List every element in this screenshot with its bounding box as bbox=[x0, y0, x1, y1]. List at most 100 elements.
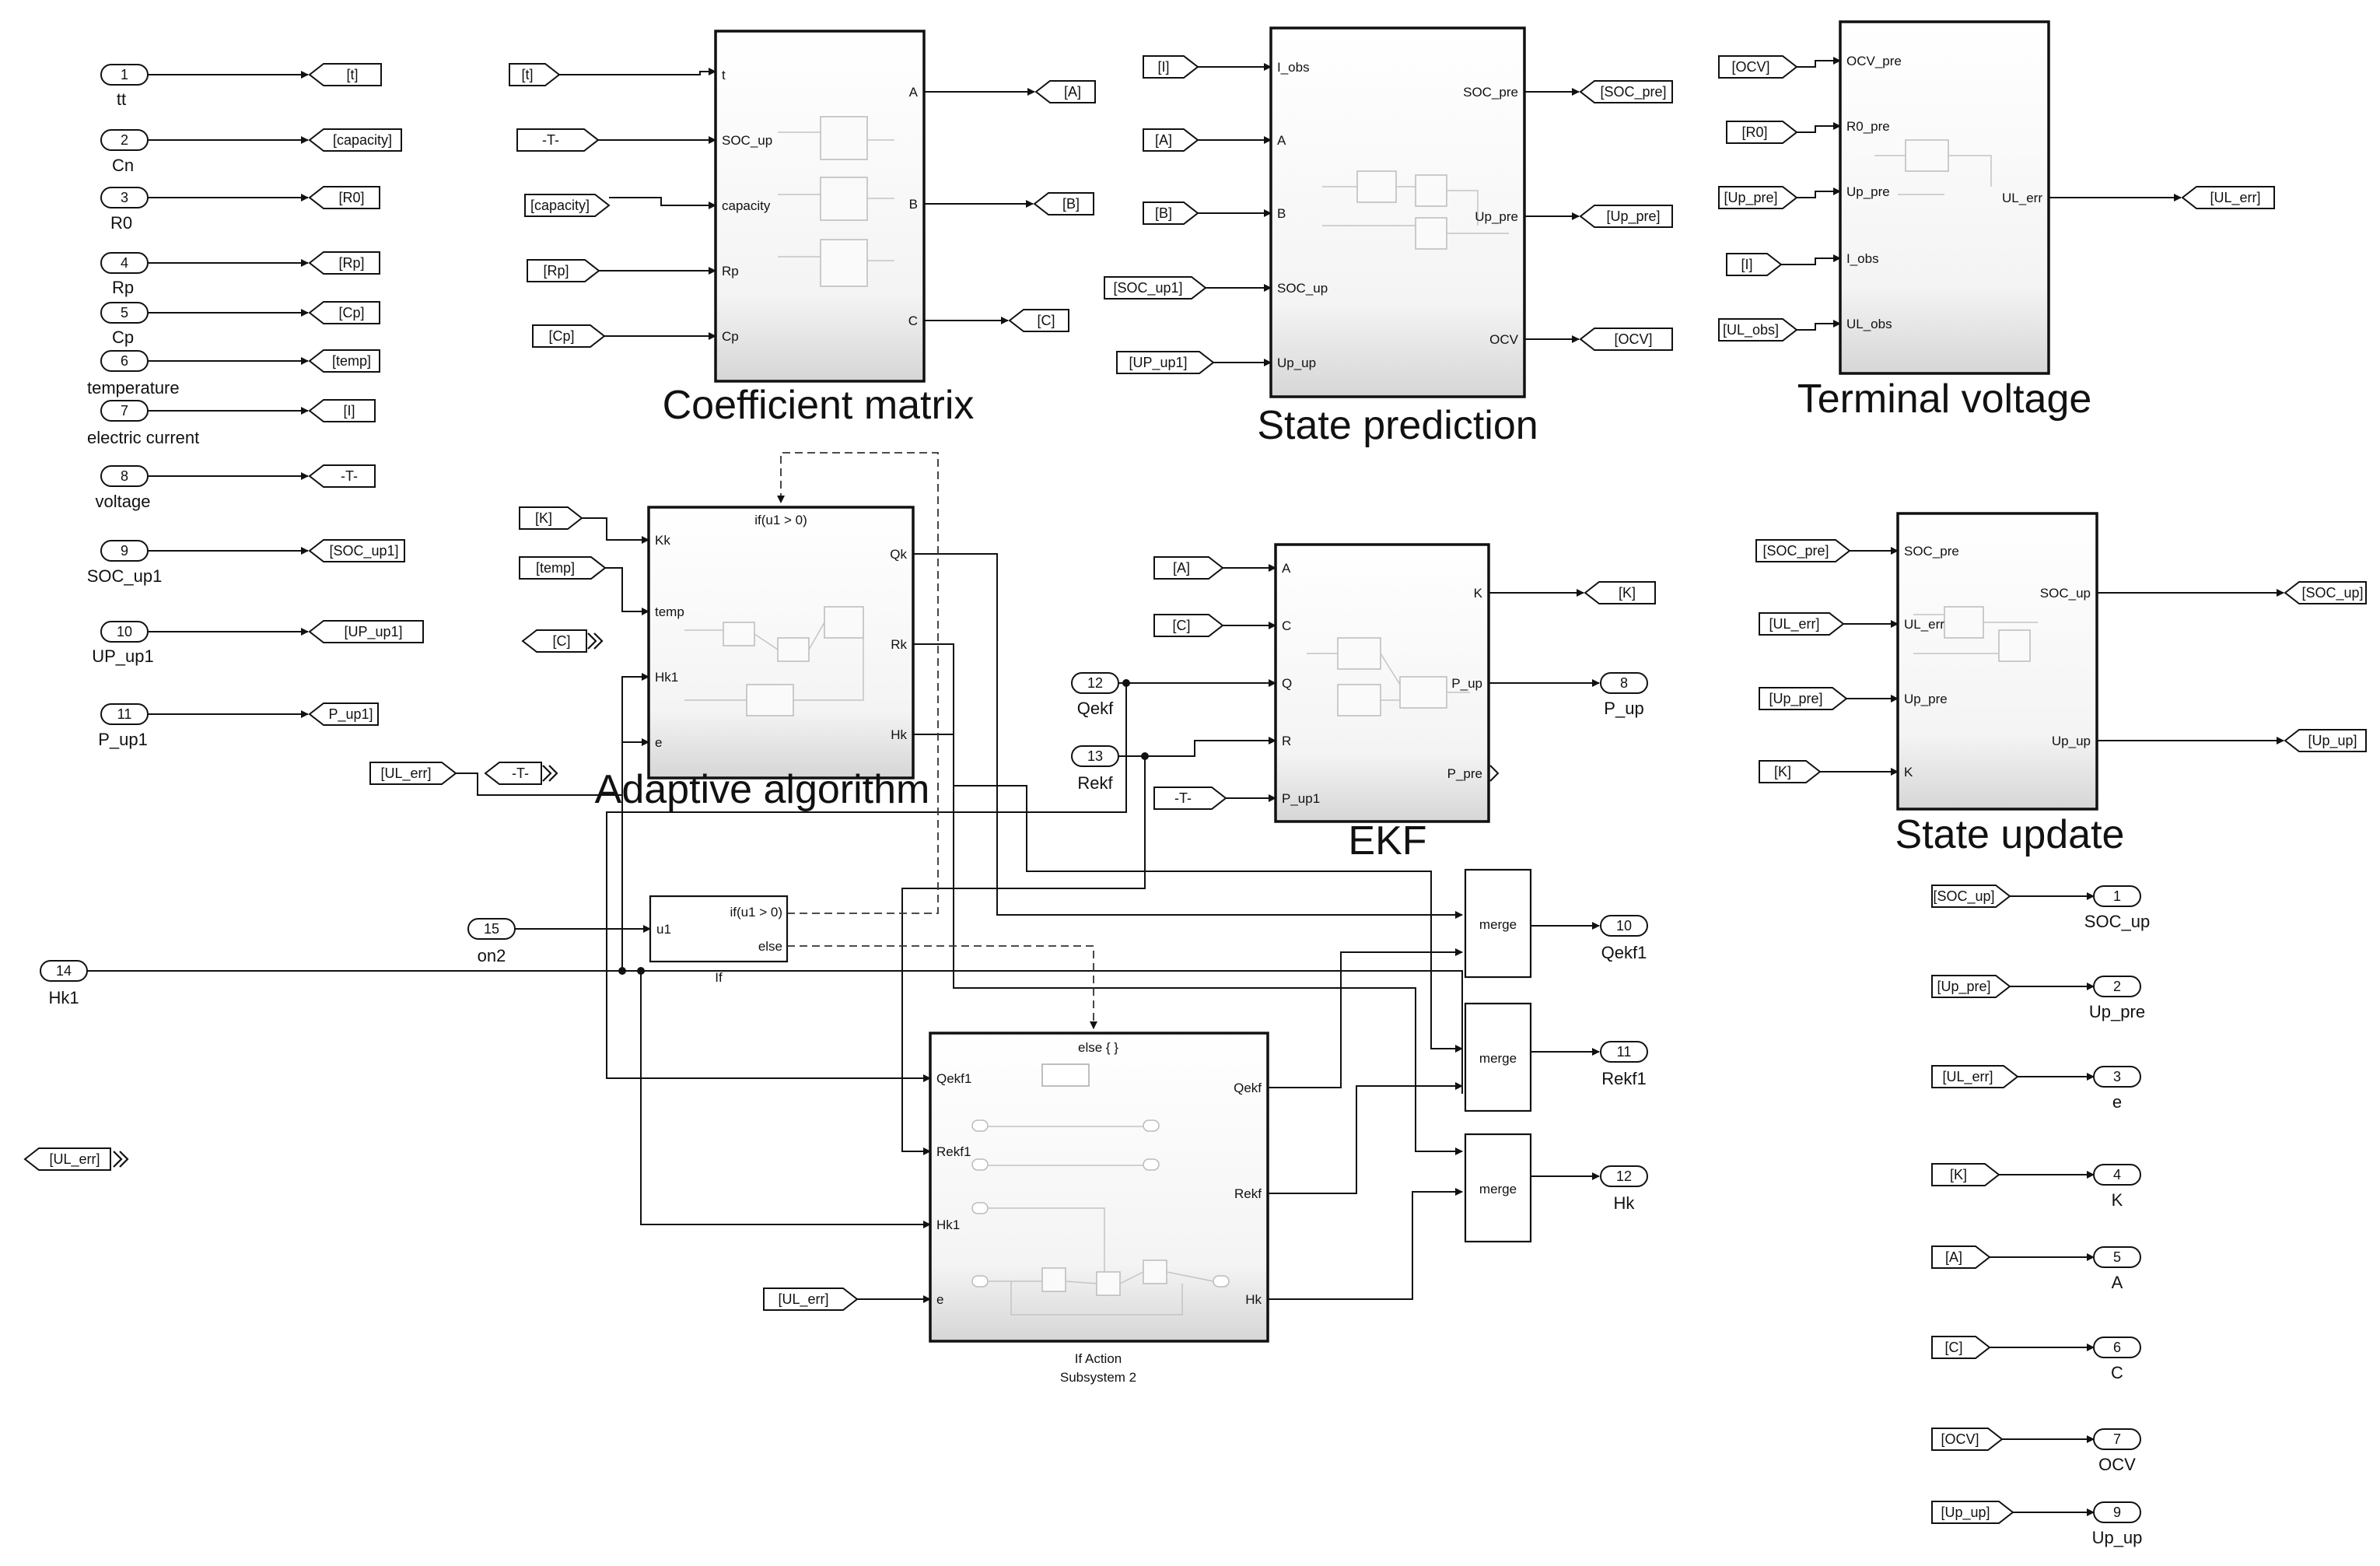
outport-right-3[interactable] bbox=[2093, 1066, 2141, 1088]
goto-tag-coef-1[interactable] bbox=[1034, 80, 1096, 103]
inport-6[interactable] bbox=[100, 350, 149, 372]
from-tag-out-9[interactable] bbox=[1931, 1501, 2014, 1524]
from-tag-term-4[interactable] bbox=[1726, 253, 1783, 276]
goto-tag-ul-err-left[interactable] bbox=[23, 1147, 111, 1171]
goto-tag-upd-2[interactable] bbox=[2284, 729, 2367, 752]
from-tag-out-3[interactable] bbox=[1931, 1065, 2019, 1088]
from-tag-pred-1[interactable] bbox=[1143, 55, 1199, 79]
from-tag-pred-3[interactable] bbox=[1143, 201, 1199, 225]
coef-in-port-2: SOC_up bbox=[722, 133, 772, 148]
from-tag-ekf-t[interactable] bbox=[1153, 787, 1227, 810]
goto-tag-11[interactable] bbox=[308, 702, 379, 726]
inport-14[interactable] bbox=[40, 960, 88, 982]
merge-block-2[interactable] bbox=[1464, 1002, 1532, 1112]
goto-tag-upd-1[interactable] bbox=[2284, 581, 2367, 604]
outport-right-7[interactable] bbox=[2093, 1428, 2141, 1450]
inport-11[interactable] bbox=[100, 703, 149, 725]
goto-tag-adapt-c[interactable] bbox=[521, 629, 587, 653]
from-tag-pred-5[interactable] bbox=[1116, 351, 1215, 374]
from-tag-pred-4[interactable] bbox=[1104, 276, 1207, 300]
inport-5[interactable] bbox=[100, 302, 149, 324]
inport-15[interactable] bbox=[467, 918, 516, 940]
from-tag-adapt-1[interactable] bbox=[519, 506, 583, 530]
goto-tag-coef-2[interactable] bbox=[1033, 192, 1094, 215]
goto-tag-pred-2[interactable] bbox=[1579, 205, 1673, 228]
outport-right-5[interactable] bbox=[2093, 1246, 2141, 1268]
goto-tag-pred-1[interactable] bbox=[1579, 80, 1673, 103]
from-tag-coef-3[interactable] bbox=[524, 194, 611, 217]
goto-tag-ekf-k[interactable] bbox=[1584, 581, 1656, 604]
goto-tag-3[interactable] bbox=[308, 186, 380, 209]
goto-tag-1[interactable] bbox=[308, 63, 382, 86]
outport-right-2[interactable] bbox=[2093, 976, 2141, 997]
outport-right-1[interactable] bbox=[2093, 885, 2141, 907]
from-tag-ekf-1[interactable] bbox=[1153, 556, 1224, 580]
goto-tag-6[interactable] bbox=[308, 349, 380, 373]
goto-tag-10[interactable] bbox=[308, 620, 424, 643]
goto-tag-2[interactable] bbox=[308, 128, 402, 152]
signal-wire bbox=[621, 673, 649, 971]
goto-tag-ul-err[interactable] bbox=[2181, 186, 2275, 209]
coefficient-matrix-block[interactable] bbox=[714, 30, 926, 383]
from-tag-out-5[interactable] bbox=[1931, 1245, 1991, 1269]
from-tag-out-4[interactable] bbox=[1931, 1163, 2000, 1186]
merge-block-1[interactable] bbox=[1464, 868, 1532, 979]
state-update-block[interactable] bbox=[1896, 512, 2098, 811]
from-tag-coef-4[interactable] bbox=[527, 259, 600, 282]
if-block[interactable] bbox=[649, 895, 789, 963]
inport-13[interactable] bbox=[1071, 745, 1119, 767]
goto-tag-coef-3[interactable] bbox=[1008, 309, 1069, 332]
ekf-block[interactable] bbox=[1274, 543, 1490, 823]
from-tag-ekf-2[interactable] bbox=[1153, 614, 1224, 637]
outport-10[interactable] bbox=[1600, 915, 1648, 937]
from-tag-pred-2[interactable] bbox=[1143, 128, 1199, 152]
from-tag-term-5[interactable] bbox=[1718, 318, 1798, 342]
outport-12[interactable] bbox=[1600, 1165, 1648, 1187]
inport-9[interactable] bbox=[100, 540, 149, 562]
goto-tag-7-label: [I] bbox=[343, 403, 355, 419]
from-tag-term-3[interactable] bbox=[1718, 186, 1798, 209]
from-tag-upd-1[interactable] bbox=[1755, 539, 1851, 562]
goto-tag-pred-3[interactable] bbox=[1579, 328, 1673, 351]
goto-tag-7[interactable] bbox=[308, 399, 376, 422]
from-tag-upd-2[interactable] bbox=[1759, 612, 1845, 636]
merge-block-3[interactable] bbox=[1464, 1133, 1532, 1243]
outport-right-4[interactable] bbox=[2093, 1164, 2141, 1186]
from-tag-coef-1[interactable] bbox=[509, 63, 561, 86]
goto-tag-9[interactable] bbox=[308, 539, 405, 562]
inport-2[interactable] bbox=[100, 129, 149, 151]
junction-dot bbox=[1141, 752, 1149, 760]
inport-12[interactable] bbox=[1071, 672, 1119, 694]
inport-4[interactable] bbox=[100, 252, 149, 274]
from-tag-term-2[interactable] bbox=[1726, 121, 1798, 144]
outport-11[interactable] bbox=[1600, 1041, 1648, 1063]
from-tag-out-1[interactable] bbox=[1931, 885, 2011, 908]
outport-right-6[interactable] bbox=[2093, 1337, 2141, 1358]
inport-1[interactable] bbox=[100, 64, 149, 86]
outport-8[interactable] bbox=[1600, 672, 1648, 694]
inport-8[interactable] bbox=[100, 465, 149, 487]
outport-right-9[interactable] bbox=[2093, 1501, 2141, 1523]
pred-out-port-2: Up_pre bbox=[1475, 209, 1518, 224]
from-tag-term-1[interactable] bbox=[1718, 55, 1798, 79]
goto-tag-4[interactable] bbox=[308, 251, 380, 275]
inport-3[interactable] bbox=[100, 187, 149, 208]
inport-10[interactable] bbox=[100, 621, 149, 643]
from-tag-coef-2[interactable] bbox=[516, 128, 600, 152]
goto-tag-5[interactable] bbox=[308, 301, 380, 324]
from-tag-ul-err[interactable] bbox=[369, 762, 457, 785]
from-tag-adapt-2[interactable] bbox=[519, 556, 607, 580]
from-tag-action-ul-err[interactable] bbox=[763, 1287, 859, 1311]
from-tag-upd-3[interactable] bbox=[1759, 687, 1848, 710]
from-tag-out-6[interactable] bbox=[1931, 1336, 1991, 1359]
inport-7[interactable] bbox=[100, 400, 149, 422]
from-tag-coef-5[interactable] bbox=[532, 324, 606, 348]
from-tag-out-2[interactable] bbox=[1931, 975, 2011, 998]
state-prediction-block[interactable] bbox=[1269, 26, 1526, 398]
terminal-voltage-block[interactable] bbox=[1839, 20, 2050, 375]
pred-out-port-1: SOC_pre bbox=[1463, 85, 1518, 100]
goto-tag-t[interactable] bbox=[484, 762, 542, 785]
from-tag-out-7[interactable] bbox=[1931, 1428, 2004, 1451]
goto-tag-8[interactable] bbox=[308, 464, 376, 488]
from-tag-upd-4[interactable] bbox=[1759, 760, 1822, 783]
